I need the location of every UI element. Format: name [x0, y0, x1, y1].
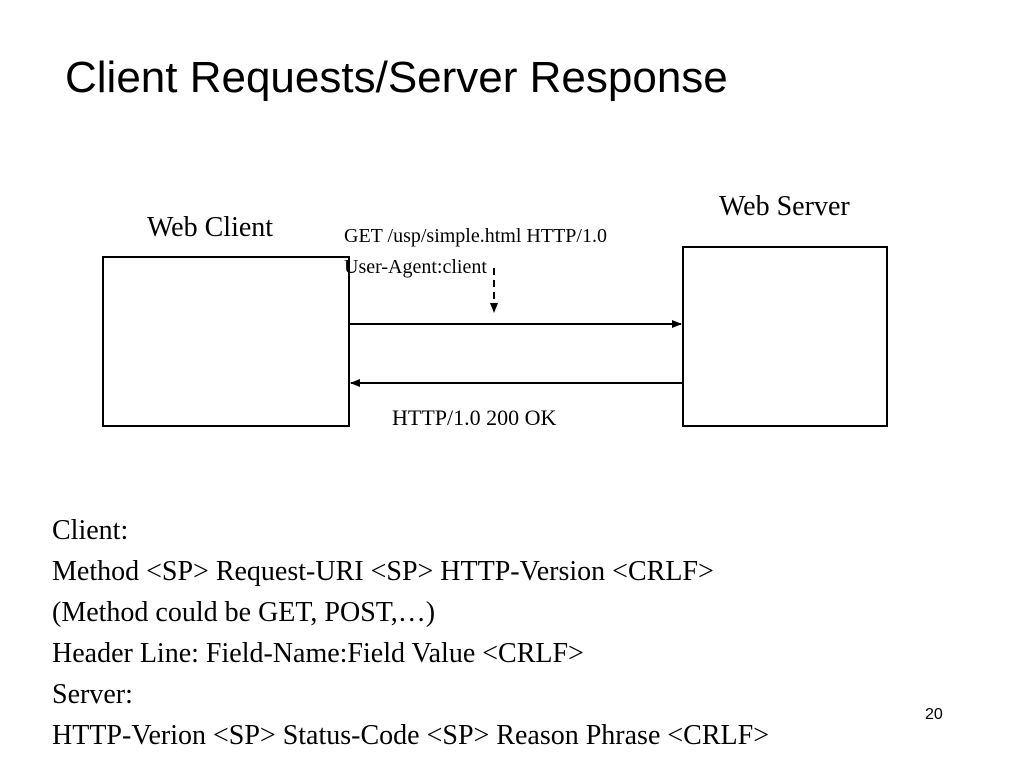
request-line-method: GET /usp/simple.html HTTP/1.0	[344, 225, 607, 247]
note-method-examples: (Method could be GET, POST,…)	[52, 597, 436, 628]
page-number: 20	[925, 706, 943, 723]
request-line-header: User-Agent:client	[344, 256, 487, 278]
web-client-box	[102, 256, 350, 427]
web-server-label: Web Server	[719, 191, 850, 222]
response-status-label: HTTP/1.0 200 OK	[392, 405, 557, 430]
slide-title: Client Requests/Server Response	[65, 53, 728, 102]
note-response-format: HTTP-Verion <SP> Status-Code <SP> Reason…	[52, 720, 769, 751]
note-header-line: Header Line: Field-Name:Field Value <CRL…	[52, 638, 584, 669]
note-client-heading: Client:	[52, 515, 129, 546]
web-client-label: Web Client	[147, 212, 274, 243]
notes-block: Client: Method <SP> Request-URI <SP> HTT…	[52, 510, 769, 756]
web-server-box	[682, 246, 888, 427]
note-request-format: Method <SP> Request-URI <SP> HTTP-Versio…	[52, 556, 714, 587]
note-server-heading: Server:	[52, 679, 133, 710]
